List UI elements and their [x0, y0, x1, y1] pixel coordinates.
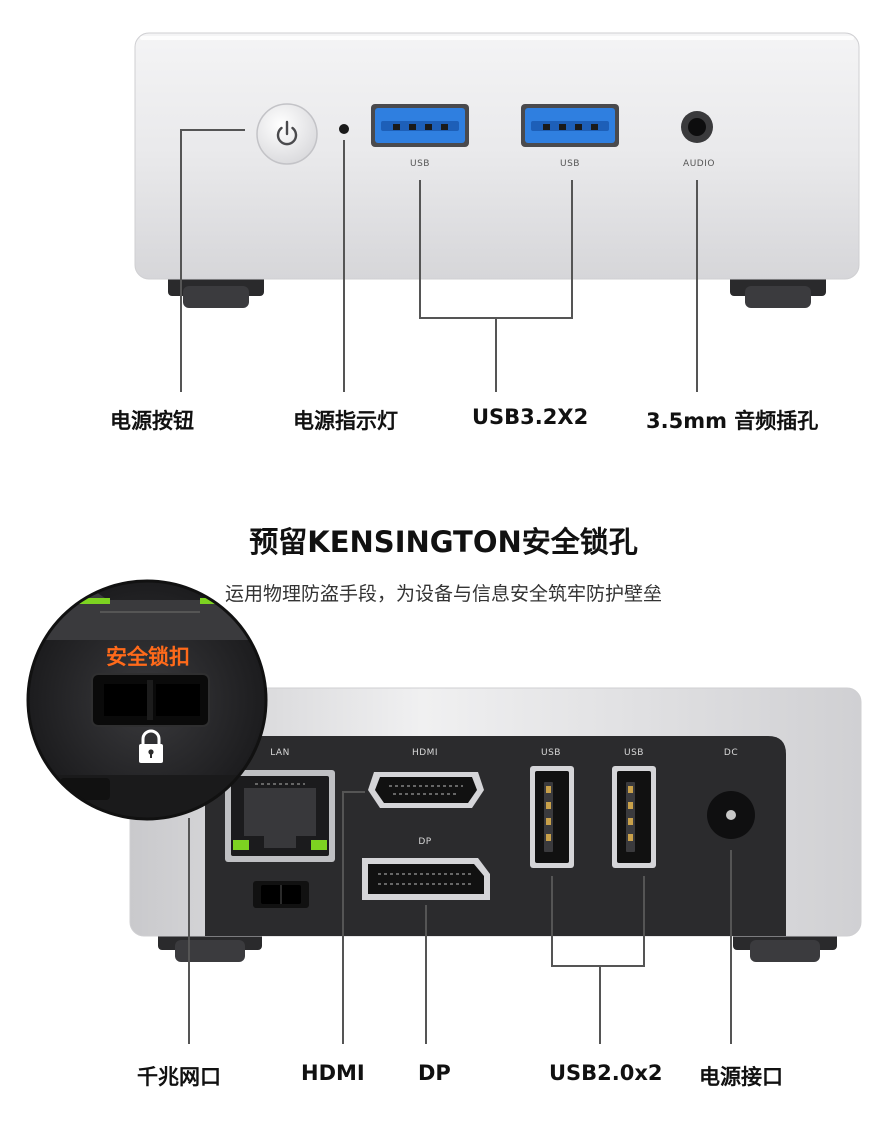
dp-port — [362, 858, 490, 900]
front-usb-left-label: USB — [410, 159, 430, 169]
callout-audio: 3.5mm 音频插孔 — [646, 409, 819, 433]
front-leader-lines — [180, 129, 698, 392]
front-audio-label: AUDIO — [683, 159, 715, 169]
callout-hdmi: HDMI — [301, 1061, 365, 1085]
back-usb-port-right — [612, 766, 656, 868]
kensington-slot — [253, 881, 309, 908]
padlock-icon — [139, 729, 163, 763]
callout-dc: 电源接口 — [699, 1065, 783, 1089]
front-view — [134, 32, 860, 392]
callout-power-button: 电源按钮 — [110, 409, 194, 433]
power-icon — [276, 120, 298, 146]
front-usb-port-right — [521, 104, 619, 147]
front-foot-left-pad — [183, 286, 249, 308]
back-leader-lines — [188, 791, 732, 1044]
callout-dp: DP — [418, 1061, 451, 1085]
back-usb-right-label: USB — [624, 748, 644, 758]
callout-usb3: USB3.2X2 — [472, 405, 589, 429]
power-indicator-light — [339, 124, 349, 134]
kensington-title: 预留KENSINGTON安全锁孔 — [249, 525, 638, 559]
front-usb-port-left — [371, 104, 469, 147]
kensington-subtitle: 运用物理防盗手段，为设备与信息安全筑牢防护壁垒 — [224, 583, 662, 605]
back-dp-label: DP — [418, 837, 432, 847]
front-chassis — [134, 32, 860, 280]
front-foot-right-pad — [745, 286, 811, 308]
lan-port — [225, 770, 335, 862]
callout-usb2: USB2.0x2 — [549, 1061, 663, 1085]
back-view — [129, 687, 862, 1044]
back-usb-left-label: USB — [541, 748, 561, 758]
callout-power-indicator: 电源指示灯 — [293, 409, 398, 433]
front-usb-right-label: USB — [560, 159, 580, 169]
back-hdmi-label: HDMI — [411, 748, 439, 758]
hdmi-port — [368, 772, 484, 808]
lock-buckle-label: 安全锁扣 — [106, 645, 190, 669]
back-dc-label: DC — [723, 748, 739, 758]
back-lan-label: LAN — [270, 748, 290, 758]
front-chassis-highlight — [140, 36, 854, 40]
back-usb-port-left — [530, 766, 574, 868]
callout-lan: 千兆网口 — [137, 1065, 221, 1089]
